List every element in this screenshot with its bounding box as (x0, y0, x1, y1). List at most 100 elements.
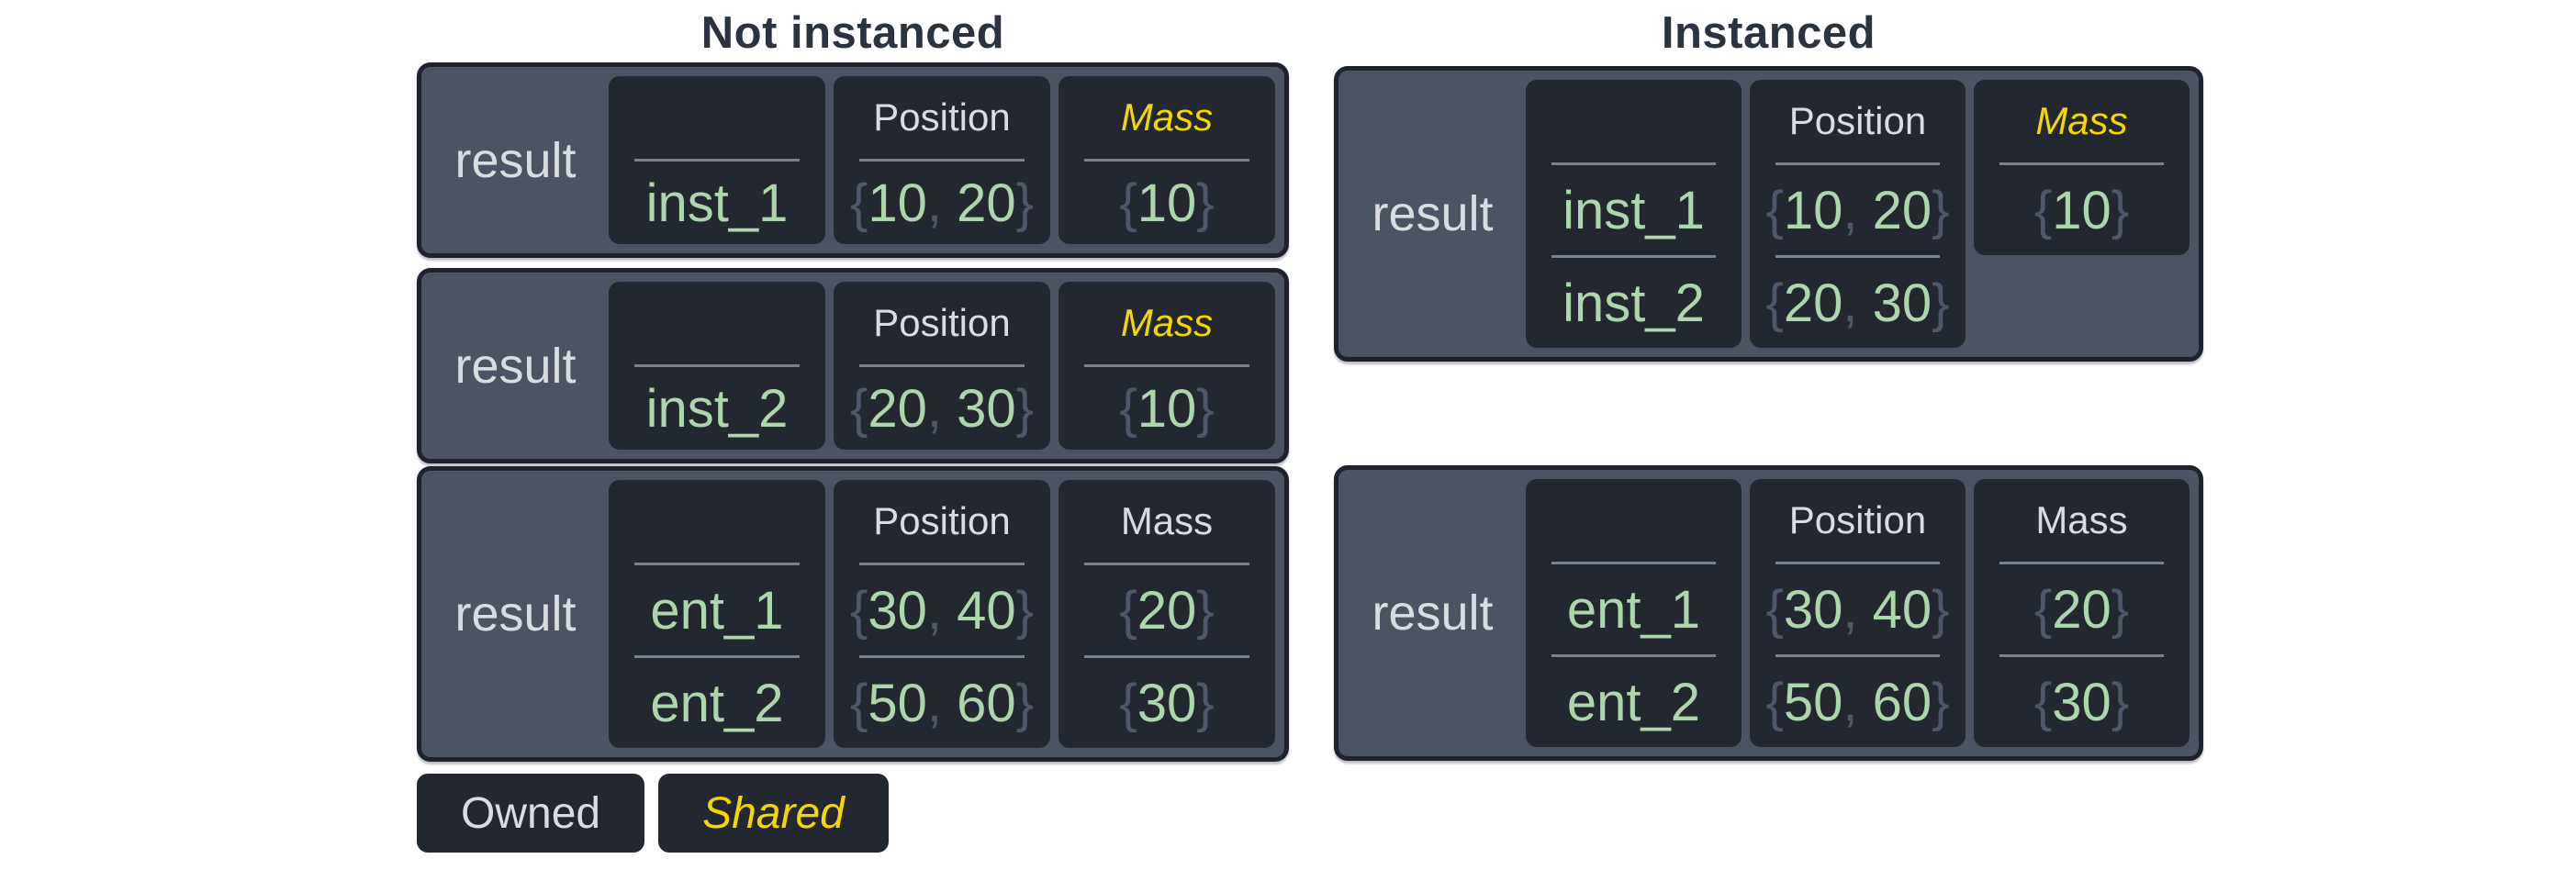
separator-line (1999, 162, 2164, 165)
instanced-group: Instanced result inst_1 inst_2 Position … (1334, 0, 2203, 870)
position-column: Position {20, 30} (834, 282, 1050, 450)
mass-column: Mass {20} {30} (1058, 480, 1275, 748)
position-y: 40 (957, 580, 1016, 641)
position-cell: {50, 60} (834, 658, 1050, 748)
position-cell: {10, 20} (834, 162, 1050, 244)
mass-column: Mass {10} (1058, 282, 1275, 450)
brace-open: { (1119, 673, 1137, 733)
brace-open: { (1119, 378, 1137, 439)
entity-name: inst_2 (645, 378, 789, 439)
mass-header-shared: Mass (2035, 99, 2128, 142)
brace-open: { (2033, 180, 2053, 240)
entity-cell: ent_2 (1526, 657, 1742, 747)
position-x: 50 (1783, 672, 1843, 732)
position-y: 20 (957, 173, 1016, 233)
result-label: result (454, 132, 577, 188)
brace-open: { (1765, 579, 1784, 640)
entity-column: inst_2 (609, 282, 825, 450)
entity-column: ent_1 ent_2 (1526, 479, 1742, 747)
entity-name: ent_2 (1566, 672, 1701, 732)
comma: , (1842, 180, 1873, 240)
position-cell: {20, 30} (834, 367, 1050, 450)
result-table-instances-merged: result inst_1 inst_2 Position {10, 20} {… (1334, 66, 2203, 362)
separator-line (1551, 255, 1716, 258)
brace-open: { (849, 378, 868, 439)
brace-close: } (1932, 273, 1950, 333)
position-cell: {10, 20} (1750, 165, 1966, 255)
entity-cell: inst_1 (1526, 165, 1742, 255)
brace-open: { (849, 673, 868, 733)
entity-column-header (1526, 80, 1742, 162)
entity-name: ent_1 (650, 580, 784, 641)
mass-cell: {30} (1974, 657, 2190, 747)
position-x: 20 (1783, 273, 1843, 333)
separator-line (1551, 654, 1716, 657)
separator-line (1775, 162, 1940, 165)
position-column: Position {30, 40} {50, 60} (834, 480, 1050, 748)
brace-open: { (849, 580, 868, 641)
result-label: result (1372, 586, 1494, 641)
mass-header-shared: Mass (1120, 301, 1214, 344)
entity-cell: inst_1 (609, 162, 825, 244)
brace-open: { (1765, 273, 1784, 333)
result-label: result (454, 586, 577, 641)
separator-line (634, 364, 800, 367)
position-x: 20 (868, 378, 927, 439)
mass-cell: {30} (1058, 658, 1275, 748)
position-cell: {20, 30} (1750, 258, 1966, 348)
mass-value: 20 (1137, 580, 1197, 641)
brace-close: } (2111, 672, 2130, 732)
brace-close: } (1932, 180, 1950, 240)
brace-open: { (2033, 672, 2053, 732)
separator-line (1775, 654, 1940, 657)
legend-shared-chip: Shared (658, 774, 889, 853)
position-header: Position (873, 95, 1011, 139)
position-y: 60 (957, 673, 1016, 733)
brace-close: } (2111, 579, 2130, 640)
brace-close: } (1015, 173, 1034, 233)
entity-name: ent_2 (650, 673, 784, 733)
position-cell: {30, 40} (834, 565, 1050, 655)
separator-line (1551, 162, 1716, 165)
position-y: 20 (1872, 180, 1932, 240)
brace-close: } (1196, 378, 1215, 439)
separator-line (859, 655, 1025, 658)
result-table-entities-right: result ent_1 ent_2 Position {30, 40} {50… (1334, 465, 2203, 761)
entity-cell: inst_2 (1526, 258, 1742, 348)
mass-cell: {20} (1974, 564, 2190, 654)
position-column: Position {10, 20} (834, 76, 1050, 244)
entity-column: inst_1 (609, 76, 825, 244)
separator-line (1084, 364, 1249, 367)
mass-column-shared-short: Mass {10} (1974, 80, 2190, 255)
position-y: 30 (957, 378, 1016, 439)
mass-column: Mass {20} {30} (1974, 479, 2190, 747)
position-x: 10 (868, 173, 927, 233)
entity-column: ent_1 ent_2 (609, 480, 825, 748)
position-x: 50 (868, 673, 927, 733)
brace-close: } (1015, 673, 1034, 733)
brace-close: } (1196, 673, 1215, 733)
separator-line (634, 159, 800, 162)
position-y: 30 (1872, 273, 1932, 333)
legend-owned-label: Owned (461, 788, 601, 838)
position-y: 60 (1872, 672, 1932, 732)
brace-open: { (1119, 580, 1137, 641)
entity-cell: ent_2 (609, 658, 825, 748)
separator-line (1775, 562, 1940, 564)
comma: , (926, 173, 958, 233)
mass-cell: {10} (1058, 367, 1275, 450)
separator-line (859, 563, 1025, 565)
brace-open: { (849, 173, 868, 233)
mass-cell: {10} (1058, 162, 1275, 244)
comma: , (1842, 579, 1873, 640)
position-x: 30 (868, 580, 927, 641)
position-cell: {50, 60} (1750, 657, 1966, 747)
comma: , (926, 580, 958, 641)
mass-value: 30 (1137, 673, 1197, 733)
entity-cell: ent_1 (609, 565, 825, 655)
position-header: Position (873, 499, 1011, 542)
separator-line (1084, 655, 1249, 658)
mass-value: 30 (2052, 672, 2111, 732)
comma: , (926, 378, 958, 439)
brace-close: } (1015, 378, 1034, 439)
